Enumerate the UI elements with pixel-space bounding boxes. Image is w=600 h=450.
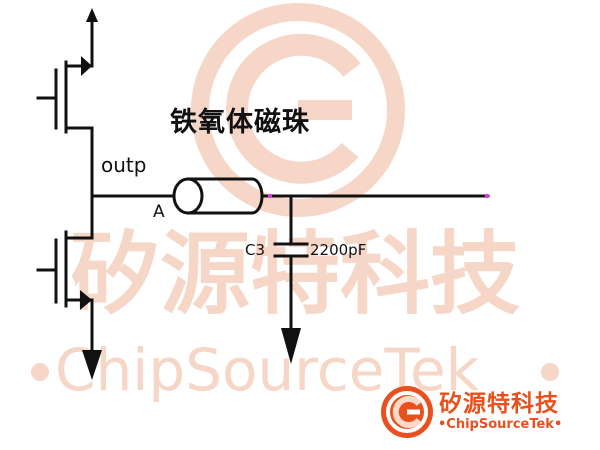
ferrite-bead-title: 铁氧体磁珠: [170, 107, 310, 138]
ferrite-bead-end: [172, 177, 204, 215]
pmos-arrow-icon: [81, 56, 92, 76]
watermark-logo-ring: [191, 3, 405, 217]
outp-node-label: outp: [101, 153, 147, 177]
line-end-marker: [484, 193, 490, 199]
pmos-transistor: [36, 20, 94, 198]
capacitor-ground-arrow-icon: [281, 328, 301, 364]
capacitor-designator: C3: [245, 241, 266, 259]
brand-name-english: •ChipSourceTek•: [438, 417, 563, 432]
bead-node-marker: [267, 193, 273, 199]
brand-logo-icon: [381, 386, 433, 438]
watermark-logo-swirl: [226, 33, 361, 184]
watermark-dot-left: [31, 363, 49, 381]
watermark-dot-right: [541, 363, 559, 381]
nmos-arrow-icon: [80, 290, 92, 310]
supply-arrow-icon: [86, 8, 98, 22]
nmos-transistor: [36, 194, 94, 354]
watermark-chinese-text: 矽源特科技: [70, 222, 520, 327]
ground-arrow-icon: [82, 350, 102, 380]
capacitor-value: 2200pF: [310, 241, 367, 259]
brand-logo: 矽源特科技 •ChipSourceTek•: [378, 383, 583, 441]
capacitor-c3: [273, 194, 309, 332]
brand-name-chinese: 矽源特科技: [439, 391, 559, 417]
ferrite-bead: [172, 177, 264, 215]
brand-logo-inner-ring: [386, 391, 428, 433]
brand-logo-swirl: [392, 396, 422, 428]
point-a-label: A: [153, 202, 165, 222]
watermark-logo-mark: [191, 3, 405, 217]
